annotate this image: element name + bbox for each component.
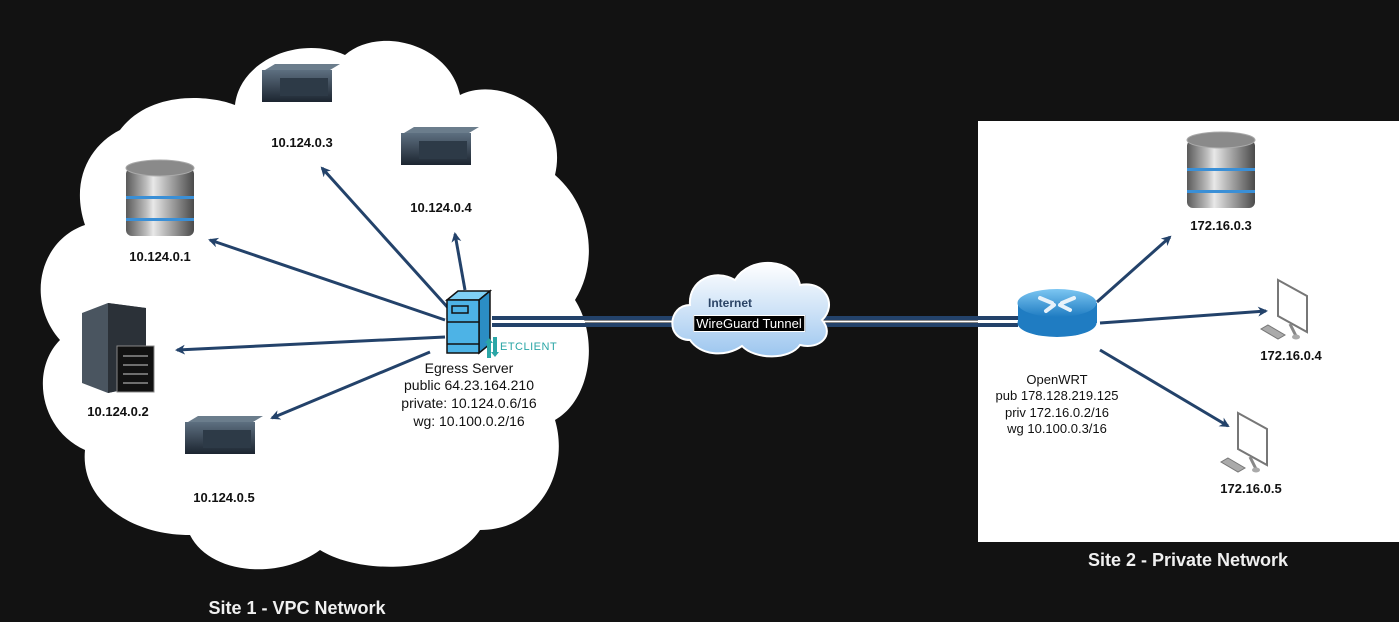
internet-label: Internet <box>707 296 753 310</box>
node-label-10-124-0-4: 10.124.0.4 <box>410 200 472 215</box>
egress-wg-ip: wg: 10.100.0.2/16 <box>413 413 525 429</box>
rack-server-10-124-0-5-icon <box>185 416 263 454</box>
egress-server-name: Egress Server <box>424 360 514 376</box>
link-to-172-16-0-4 <box>1099 306 1268 325</box>
site1-links <box>175 166 467 420</box>
egress-private-ip: private: 10.124.0.6/16 <box>401 395 537 411</box>
openwrt-router-icon <box>1017 289 1097 337</box>
node-label-10-124-0-2: 10.124.0.2 <box>87 404 149 419</box>
desktop-172-16-0-5-icon <box>1220 411 1268 473</box>
database-172-16-0-3-icon <box>1186 131 1256 208</box>
egress-public-ip: public 64.23.164.210 <box>404 377 534 393</box>
node-label-10-124-0-3: 10.124.0.3 <box>271 135 333 150</box>
link-to-10-124-0-3 <box>320 166 452 312</box>
egress-server-icon <box>444 289 493 355</box>
router-name: OpenWRT <box>1026 372 1088 387</box>
link-to-10-124-0-4 <box>451 232 467 291</box>
rack-server-10-124-0-4-icon <box>401 127 479 165</box>
internet-cloud-icon <box>671 261 830 358</box>
router-public-ip: pub 178.128.219.125 <box>995 388 1119 403</box>
link-to-172-16-0-3 <box>1096 235 1172 304</box>
link-to-10-124-0-1 <box>208 237 446 322</box>
rack-server-10-124-0-3-icon <box>262 64 340 102</box>
node-label-172-16-0-3: 172.16.0.3 <box>1190 218 1252 233</box>
netclient-badge: ETCLIENT <box>500 341 558 353</box>
site2-title: Site 2 - Private Network <box>1087 550 1289 570</box>
site1-title: Site 1 - VPC Network <box>208 598 386 618</box>
desktop-172-16-0-4-icon <box>1260 278 1308 340</box>
node-label-172-16-0-4: 172.16.0.4 <box>1260 348 1322 363</box>
node-label-172-16-0-5: 172.16.0.5 <box>1220 481 1282 496</box>
link-to-172-16-0-5 <box>1099 348 1230 428</box>
link-to-10-124-0-2 <box>175 335 446 355</box>
netclient-logo-icon <box>485 337 499 358</box>
tower-server-10-124-0-2-icon <box>82 303 155 393</box>
node-label-10-124-0-5: 10.124.0.5 <box>193 490 255 505</box>
router-private-ip: priv 172.16.0.2/16 <box>1004 405 1110 420</box>
database-10-124-0-1-icon <box>125 159 195 236</box>
link-to-10-124-0-5 <box>270 350 431 420</box>
node-label-10-124-0-1: 10.124.0.1 <box>129 249 191 264</box>
router-wg-ip: wg 10.100.0.3/16 <box>1007 421 1107 436</box>
site2-links <box>1096 235 1268 428</box>
wireguard-tunnel-label: WireGuard Tunnel <box>693 315 805 332</box>
